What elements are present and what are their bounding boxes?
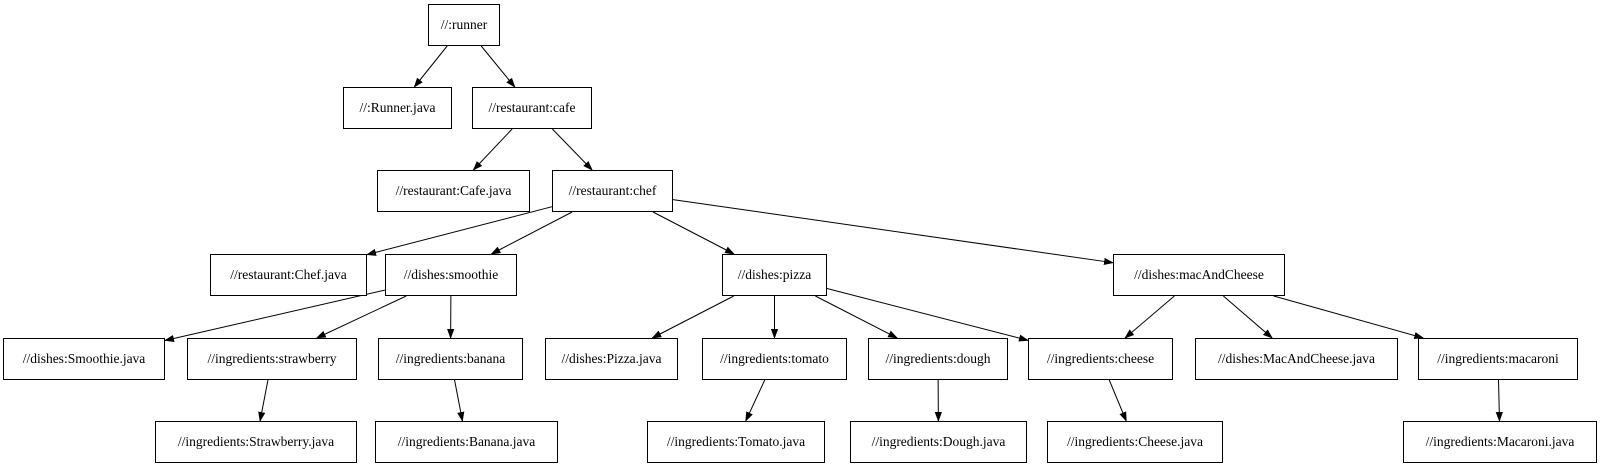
node-dough-java: //ingredients:Dough.java <box>850 421 1027 463</box>
node-label: //ingredients:tomato <box>720 351 829 367</box>
node-tomato: //ingredients:tomato <box>702 338 847 380</box>
node-pizza-java: //dishes:Pizza.java <box>545 338 678 380</box>
node-label: //dishes:Smoothie.java <box>22 351 146 367</box>
node-mac-and-cheese-java: //dishes:MacAndCheese.java <box>1195 338 1398 380</box>
node-dough: //ingredients:dough <box>868 338 1008 380</box>
node-chef: //restaurant:chef <box>552 170 673 212</box>
node-smoothie-java: //dishes:Smoothie.java <box>3 338 165 380</box>
node-label: //:Runner.java <box>359 100 436 116</box>
node-smoothie: //dishes:smoothie <box>385 254 517 296</box>
node-strawberry: //ingredients:strawberry <box>187 338 357 380</box>
node-label: //ingredients:strawberry <box>207 351 337 367</box>
node-macaroni-java: //ingredients:Macaroni.java <box>1403 421 1597 463</box>
node-tomato-java: //ingredients:Tomato.java <box>647 421 825 463</box>
edge-cafe-to-cafe-java <box>472 128 513 171</box>
node-pizza: //dishes:pizza <box>722 254 827 296</box>
edge-chef-to-mac-and-cheese <box>672 199 1114 265</box>
node-label: //ingredients:banana <box>395 351 506 367</box>
node-label: //dishes:Pizza.java <box>561 351 662 367</box>
node-strawberry-java: //ingredients:Strawberry.java <box>155 421 357 463</box>
edge-mac-and-cheese-to-macaroni <box>1273 295 1425 340</box>
node-label: //restaurant:chef <box>568 183 657 199</box>
node-label: //ingredients:dough <box>885 351 991 367</box>
edge-chef-to-pizza <box>652 211 735 255</box>
node-label: //ingredients:Banana.java <box>397 434 536 450</box>
node-cheese-java: //ingredients:Cheese.java <box>1047 421 1223 463</box>
edge-smoothie-to-strawberry <box>315 295 407 339</box>
node-macaroni: //ingredients:macaroni <box>1418 338 1578 380</box>
node-label: //ingredients:Cheese.java <box>1066 434 1204 450</box>
edge-runner-to-runner-java <box>413 45 448 88</box>
node-label: //ingredients:macaroni <box>1437 351 1559 367</box>
edges <box>164 45 1503 422</box>
node-label: //ingredients:cheese <box>1046 351 1155 367</box>
node-mac-and-cheese: //dishes:macAndCheese <box>1113 254 1285 296</box>
edge-strawberry-to-strawberry-java <box>258 379 269 422</box>
node-runner-java: //:Runner.java <box>343 87 452 129</box>
edge-cafe-to-chef <box>552 128 593 171</box>
node-label: //:runner <box>440 17 488 33</box>
node-label: //dishes:macAndCheese <box>1134 267 1264 283</box>
edge-runner-to-cafe <box>480 45 516 88</box>
edge-mac-and-cheese-to-cheese <box>1124 295 1175 339</box>
node-label: //dishes:smoothie <box>403 267 499 283</box>
edge-smoothie-to-smoothie-java <box>164 289 386 342</box>
node-banana-java: //ingredients:Banana.java <box>375 421 558 463</box>
edge-banana-to-banana-java <box>454 379 465 422</box>
edge-cheese-to-cheese-java <box>1108 379 1127 422</box>
node-cafe: //restaurant:cafe <box>472 87 592 129</box>
edge-pizza-to-dough <box>815 295 899 339</box>
node-cheese: //ingredients:cheese <box>1028 338 1173 380</box>
node-label: //restaurant:Cafe.java <box>395 183 512 199</box>
node-label: //restaurant:Chef.java <box>230 267 347 283</box>
edge-chef-to-chef-java <box>366 206 553 256</box>
node-cafe-java: //restaurant:Cafe.java <box>377 170 530 212</box>
edge-pizza-to-pizza-java <box>651 295 734 339</box>
edge-tomato-to-tomato-java <box>745 379 766 422</box>
node-label: //dishes:MacAndCheese.java <box>1217 351 1376 367</box>
node-banana: //ingredients:banana <box>378 338 523 380</box>
node-label: //dishes:pizza <box>737 267 812 283</box>
node-label: //ingredients:Dough.java <box>871 434 1006 450</box>
node-label: //restaurant:cafe <box>488 100 576 116</box>
node-label: //ingredients:Macaroni.java <box>1425 434 1575 450</box>
edge-mac-and-cheese-to-mac-and-cheese-java <box>1223 295 1273 339</box>
node-runner: //:runner <box>428 4 500 46</box>
node-chef-java: //restaurant:Chef.java <box>210 254 367 296</box>
edge-pizza-to-cheese <box>826 288 1029 342</box>
edge-chef-to-smoothie <box>490 211 573 255</box>
edge-macaroni-to-macaroni-java <box>1495 379 1503 422</box>
node-label: //ingredients:Tomato.java <box>666 434 806 450</box>
node-label: //ingredients:Strawberry.java <box>177 434 335 450</box>
